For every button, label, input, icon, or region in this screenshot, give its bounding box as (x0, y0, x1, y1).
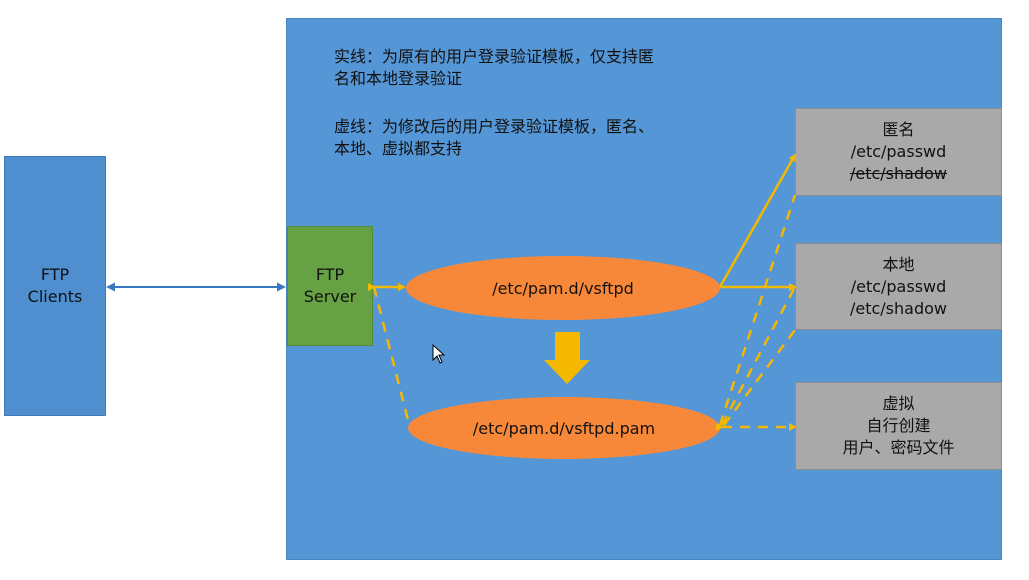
pam-vsftpd-pam-ellipse: /etc/pam.d/vsftpd.pam (408, 397, 720, 459)
ftp-clients-label: FTP Clients (27, 265, 83, 306)
local-title: 本地 (882, 254, 915, 274)
anonymous-title: 匿名 (882, 120, 915, 139)
pam-to-anonymous-dashed (718, 194, 797, 426)
virtual-create: 自行创建 (866, 416, 931, 435)
mouse-cursor-icon (432, 344, 446, 364)
server-to-pam-dashed (372, 286, 410, 421)
local-passwd: /etc/passwd (850, 276, 947, 296)
virtual-title: 虚拟 (882, 394, 915, 413)
pam-to-local-dashed (720, 286, 797, 426)
pam-to-local-dashed-2 (722, 329, 797, 426)
down-arrow-icon (544, 332, 590, 384)
anonymous-passwd: /etc/passwd (850, 142, 947, 161)
dashed-line-note: 虚线：为修改后的用户登录验证模板，匿名、本地、虚拟都支持 (334, 117, 655, 158)
solid-line-note: 实线：为原有的用户登录验证模板，仅支持匿名和本地登录验证 (334, 47, 655, 88)
anonymous-auth-box: 匿名 /etc/passwd /etc/shadow (795, 108, 1002, 196)
vsftpd-to-anonymous-line (718, 153, 797, 288)
ftp-clients-box: FTP Clients (4, 156, 106, 416)
pam-vsftpd-pam-label: /etc/pam.d/vsftpd.pam (472, 418, 656, 438)
pam-vsftpd-label: /etc/pam.d/vsftpd (492, 278, 634, 298)
ftp-server-label: FTP Server (303, 265, 357, 306)
local-shadow: /etc/shadow (849, 298, 947, 318)
virtual-files: 用户、密码文件 (842, 438, 955, 457)
virtual-auth-box: 虚拟 自行创建 用户、密码文件 (795, 382, 1002, 470)
anonymous-shadow: /etc/shadow (849, 164, 947, 183)
local-auth-box: 本地 /etc/passwd /etc/shadow (795, 243, 1002, 330)
ftp-server-box: FTP Server (287, 226, 373, 346)
pam-vsftpd-ellipse: /etc/pam.d/vsftpd (406, 256, 720, 320)
